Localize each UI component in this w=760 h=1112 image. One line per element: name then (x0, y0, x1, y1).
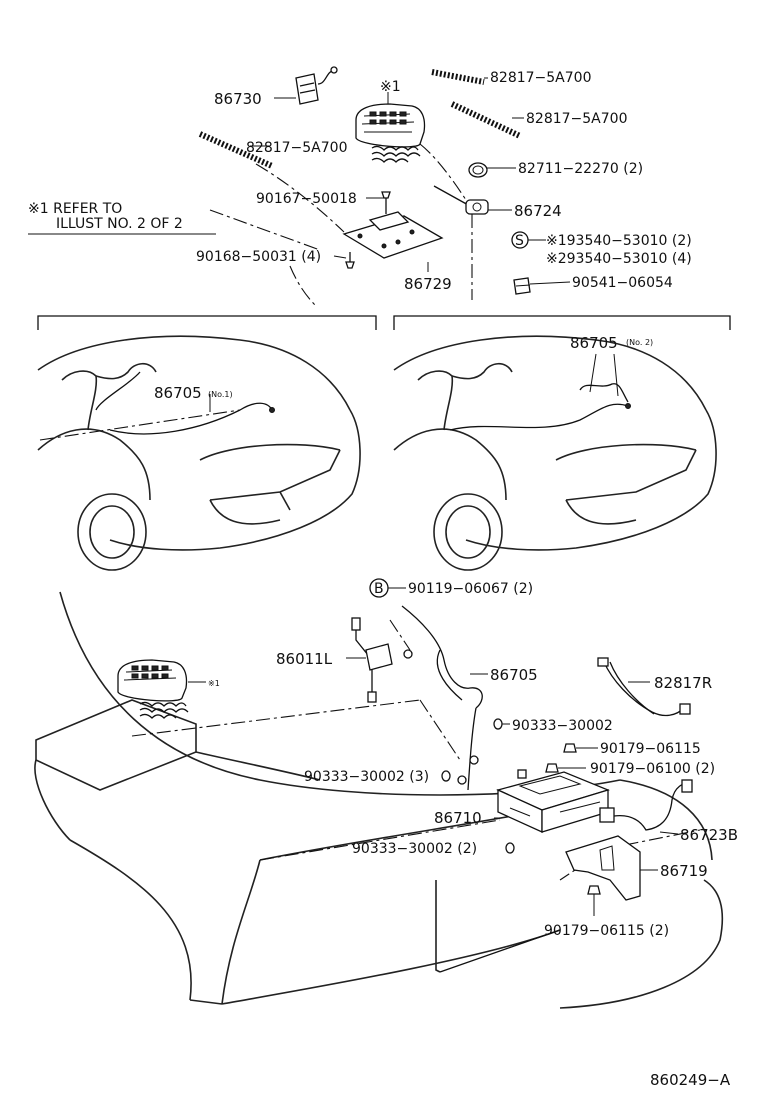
label-82817-c: 82817−5A700 (246, 140, 347, 156)
label-no2: (No. 2) (626, 338, 653, 347)
label-86724: 86724 (514, 202, 562, 220)
label-mark1-top: ※1 (380, 79, 401, 95)
wire-82817r (597, 657, 691, 717)
label-82817-a: 82817−5A700 (490, 70, 591, 86)
car-trunk-view (34, 591, 724, 1009)
label-86705-no2: 86705 (570, 334, 618, 352)
refer-note-line2: ILLUST NO. 2 OF 2 (56, 216, 183, 232)
handset-top (355, 92, 426, 163)
label-86719: 86719 (660, 862, 708, 880)
clamp-82711 (468, 162, 488, 178)
label-mark1-low: ※1 (208, 679, 220, 688)
label-193540: ※193540−53010 (2) (546, 233, 692, 249)
label-b-mark: B (374, 581, 384, 597)
label-no1: (No.1) (208, 390, 233, 399)
label-90541: 90541−06054 (572, 275, 673, 291)
bracket-86719 (565, 835, 658, 901)
label-82711: 82711−22270 (2) (518, 161, 643, 177)
top-leaders (250, 77, 571, 285)
car-right-view (393, 335, 717, 571)
label-82817-b: 82817−5A700 (526, 111, 627, 127)
switch-86730 (295, 66, 338, 105)
label-86723b: 86723B (680, 826, 738, 844)
section-brackets (37, 315, 731, 330)
car-left-view (37, 335, 361, 571)
bracket-86729 (342, 191, 444, 269)
module-86011l (346, 617, 393, 703)
b-circle-mark (369, 578, 406, 598)
label-90333-a: 90333−30002 (512, 718, 613, 734)
label-90333-2: 90333−30002 (2) (352, 841, 477, 857)
label-90179-b: 90179−06100 (2) (590, 761, 715, 777)
label-90333-3: 90333−30002 (3) (304, 769, 429, 785)
handset-lower (117, 659, 206, 719)
top-parts-group (198, 66, 571, 307)
label-86011l: 86011L (276, 650, 333, 668)
label-90179-a: 90179−06115 (600, 741, 701, 757)
label-90167: 90167−50018 (256, 191, 357, 207)
callout-labels: 86730 ※1 82817−5A700 82817−5A700 82817−5… (28, 70, 738, 1089)
harness-86705 (389, 605, 488, 791)
label-90179-c: 90179−06115 (2) (544, 923, 669, 939)
label-86730: 86730 (214, 90, 262, 108)
connector-86723b (599, 779, 693, 835)
drawing-number: 860249−A (650, 1071, 731, 1089)
fasteners (441, 718, 601, 916)
tuner-86710 (494, 769, 610, 834)
label-293540: ※293540−53010 (4) (546, 251, 692, 267)
label-90119: 90119−06067 (2) (408, 581, 533, 597)
label-s-mark: S (515, 233, 524, 249)
connector-86724 (433, 185, 489, 215)
label-90168: 90168−50031 (4) (196, 249, 321, 265)
refer-note-line1: ※1 REFER TO (28, 201, 122, 217)
label-82817r: 82817R (654, 674, 712, 692)
label-86729: 86729 (404, 275, 452, 293)
label-86710: 86710 (434, 809, 482, 827)
grommet-90541 (513, 277, 531, 295)
label-86705: 86705 (490, 666, 538, 684)
label-86705-no1: 86705 (154, 384, 202, 402)
